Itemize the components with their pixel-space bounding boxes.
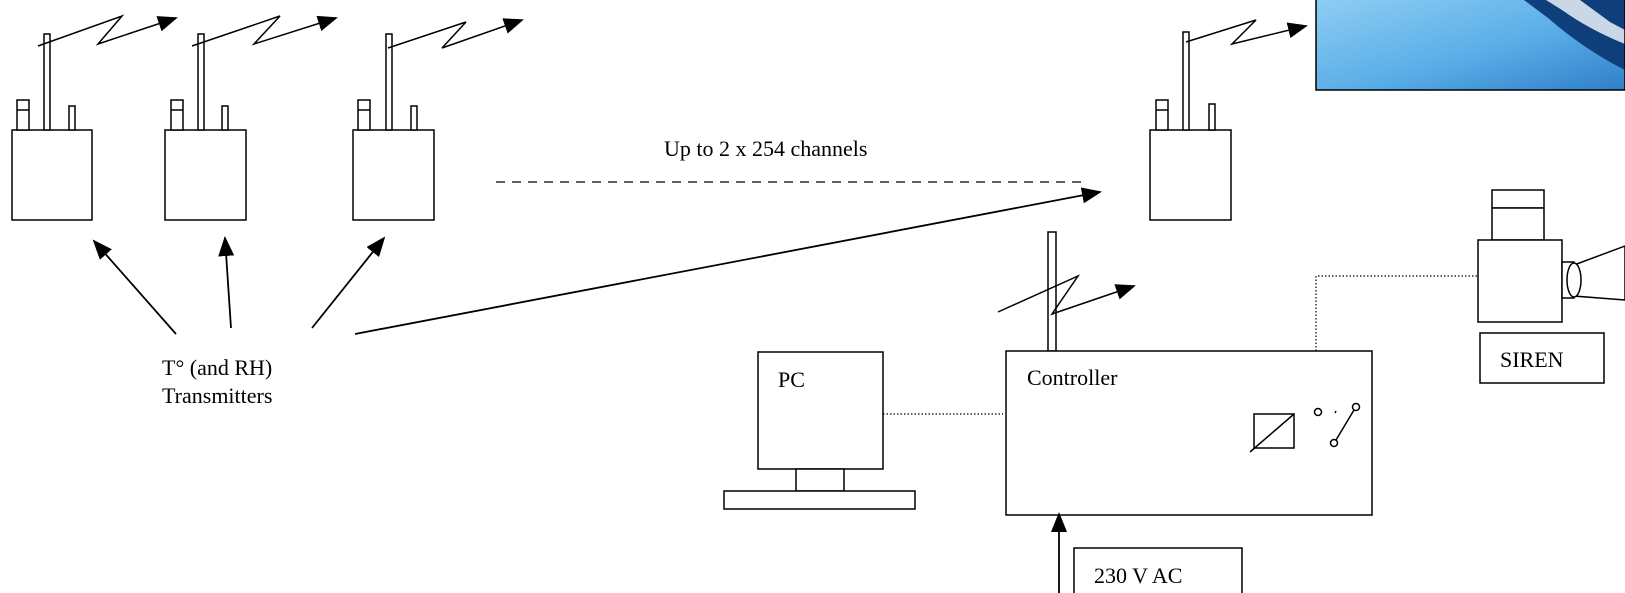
siren-body — [1477, 239, 1563, 323]
transmitters-label-line1: T° (and RH) — [162, 355, 272, 380]
transmitter-stub — [68, 105, 76, 131]
radio-signal-icon — [37, 14, 178, 47]
switch-lever-icon — [1335, 409, 1355, 441]
transmitter-antenna — [385, 33, 393, 131]
siren-top-cap — [1491, 189, 1545, 209]
photo-border — [1315, 0, 1625, 91]
siren-horn-icon — [1573, 245, 1625, 301]
controller-siren-link — [1315, 275, 1478, 351]
radio-signal-icon — [1185, 19, 1308, 46]
pointer-arrow — [218, 236, 235, 329]
transmitter-stub — [410, 105, 418, 131]
transmitter-antenna — [1182, 31, 1190, 131]
transmitter-1 — [11, 14, 178, 221]
radio-signal-icon — [191, 15, 338, 47]
transmitter-stub — [1208, 103, 1216, 131]
pc-stand — [795, 468, 845, 492]
controller-switch-dot-icon — [1313, 407, 1323, 417]
pc — [723, 351, 916, 510]
transmitter-2 — [164, 15, 338, 221]
pointer-arrow — [311, 236, 386, 329]
transmitter-stub — [221, 105, 229, 131]
transmitter-sensor — [1155, 99, 1169, 131]
pc-keyboard — [723, 490, 916, 510]
pointer-arrow — [92, 239, 177, 335]
power-label-box — [1073, 547, 1243, 593]
transmitter-pointer-arrows — [92, 187, 1102, 335]
radio-signal-icon — [997, 274, 1136, 316]
photo-device-highlight — [1546, 0, 1625, 44]
pointer-arrow — [354, 187, 1102, 335]
transmitter-4 — [1149, 19, 1308, 221]
controller-display-slash — [1249, 413, 1295, 453]
transmitter-sensor — [16, 99, 30, 131]
siren-top — [1491, 207, 1545, 241]
controller-box — [1005, 350, 1373, 516]
channels-label: Up to 2 x 254 channels — [664, 136, 867, 161]
siren-horn-mouth — [1566, 262, 1582, 298]
siren-label-box — [1479, 332, 1605, 384]
siren-label: SIREN — [1500, 347, 1564, 372]
transmitter-sensor — [357, 99, 371, 131]
switch-icon — [1334, 410, 1337, 414]
transmitters-label-line2: Transmitters — [162, 383, 272, 408]
transmitter-sensor — [170, 99, 184, 131]
pc-monitor — [757, 351, 884, 470]
transmitter-antenna — [197, 33, 205, 131]
transmitter-body — [11, 129, 93, 221]
transmitter-3 — [352, 18, 524, 221]
power-label: 230 V AC — [1094, 563, 1182, 588]
transmitter-body — [164, 129, 247, 221]
transmitter-body — [1149, 129, 1232, 221]
switch-pivot-icon — [1329, 438, 1339, 448]
pc-label: PC — [778, 367, 805, 392]
siren — [1477, 189, 1625, 323]
controller — [997, 231, 1373, 516]
controller-antenna — [1047, 231, 1057, 352]
switch-pivot-icon — [1351, 402, 1361, 412]
controller-label: Controller — [1027, 365, 1118, 390]
radio-signal-icon — [387, 18, 524, 49]
transmitter-body — [352, 129, 435, 221]
transmitter-antenna — [43, 33, 51, 131]
device-photo — [1315, 0, 1625, 91]
